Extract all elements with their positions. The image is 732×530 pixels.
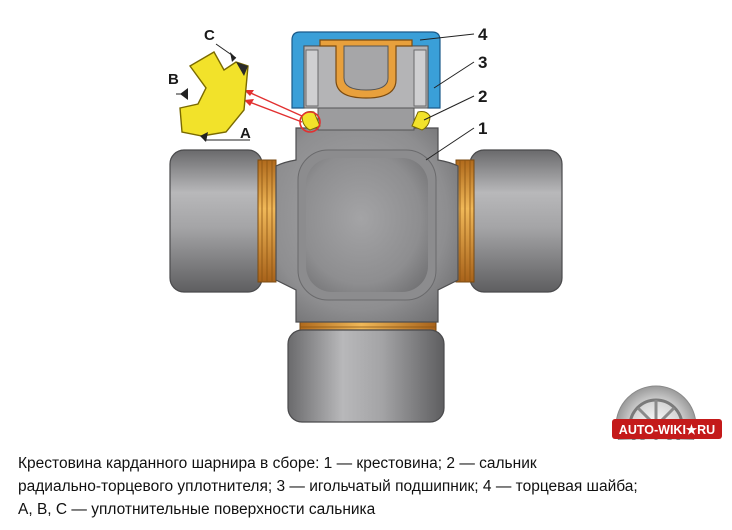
caption-line-2: радиально-торцевого уплотнителя; 3 — иго… xyxy=(18,478,638,495)
watermark-logo: AUTO-WIKI★RU xyxy=(612,385,722,440)
seal-label-b: B xyxy=(168,71,179,88)
watermark-text: AUTO-WIKI★RU xyxy=(619,423,715,437)
callout-1: 1 xyxy=(478,119,487,138)
caption-line-1: Крестовина карданного шарнира в сборе: 1… xyxy=(18,455,537,472)
universal-joint-diagram: C B A 4 3 2 1 AUTO-WIKI★RU xyxy=(168,25,722,440)
callout-leaders: 4 3 2 1 xyxy=(419,25,488,161)
callout-2: 2 xyxy=(478,87,487,106)
callout-3: 3 xyxy=(478,53,487,72)
seal-label-c: C xyxy=(204,27,215,44)
left-trunnion xyxy=(169,149,277,293)
seal-label-a: A xyxy=(240,125,251,142)
cross-body xyxy=(275,127,459,323)
seal-surface-labels: C B A xyxy=(168,27,251,142)
top-trunnion xyxy=(291,31,441,131)
callout-4: 4 xyxy=(478,25,488,44)
right-trunnion xyxy=(455,149,563,293)
caption-line-3: A, B, C — уплотнительные поверхности сал… xyxy=(18,501,376,518)
bottom-trunnion xyxy=(287,317,445,423)
figure-caption: Крестовина карданного шарнира в сборе: 1… xyxy=(18,452,718,521)
seal-highlight xyxy=(243,89,321,133)
seal-enlarged xyxy=(179,51,249,137)
